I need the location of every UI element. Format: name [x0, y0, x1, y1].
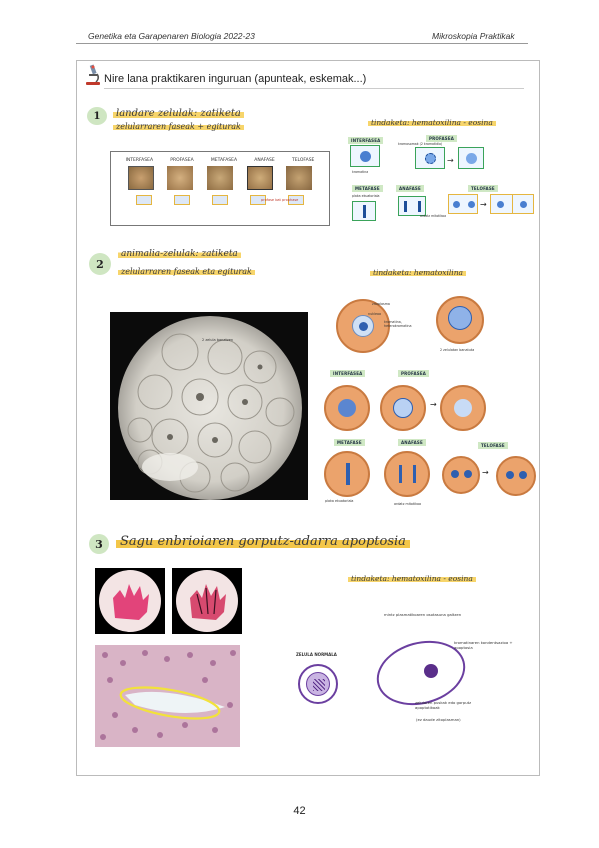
s1-cell-profase [415, 147, 445, 169]
plant-photo-interfase [127, 166, 154, 190]
s2-cell-interfase-diagram [336, 299, 390, 353]
s2-cell-profase [380, 385, 426, 431]
s1-label-interfase: INTERFASEA [348, 137, 384, 144]
s3-normal-cell [298, 664, 338, 704]
s2-label-interfase: INTERFASEA [330, 370, 366, 377]
section2-stain: tindaketa: hematoxilina [370, 268, 467, 277]
s3-label-fragments: zelularen puskak edo gorputz apoptotikoa… [415, 700, 472, 710]
page-number: 42 [293, 805, 306, 817]
plant-sketch-anafase [250, 195, 266, 205]
s3-apoptotic-nucleus [424, 664, 438, 678]
s1-note-spindle: ardatz mitotikoa [420, 214, 447, 218]
s2-label-metafase: METAFASE [334, 439, 365, 446]
s1-cell-anafase [398, 196, 426, 216]
section3-number: 3 [89, 534, 109, 554]
s1-label-profase: PROFASEA [426, 135, 458, 142]
limb-photo-2 [172, 568, 242, 634]
plant-sketch-interfase [136, 195, 152, 205]
section2-number: 2 [89, 253, 111, 275]
section1-number: 1 [87, 107, 107, 125]
s2-cell-interfase [324, 385, 370, 431]
s3-label-bodies: (ez daude zitoplasman) [416, 717, 461, 722]
s1-note-chromosomes: kromosomak (2 kromatidio) [398, 142, 443, 146]
plant-sketch-profase [174, 195, 190, 205]
s2-label-cytoplasm: zitoplasma [372, 302, 390, 306]
section1-stain: tindaketa: hematoxilina - eosina [368, 118, 496, 127]
s1-nucleus-interfase [360, 151, 371, 162]
header-course-title: Genetika eta Garapenaren Biologia 2022-2… [88, 31, 255, 41]
plant-photo-anafase [246, 166, 273, 190]
s2-label-anafase: ANAFASE [398, 439, 426, 446]
s1-cell-interfase [350, 145, 380, 167]
s1-arrow2-icon: → [480, 200, 487, 209]
plant-photo-telofase [286, 166, 313, 190]
s1-arrow-icon: → [447, 156, 454, 165]
section3-title: Sagu enbrioiaren gorputz-adarra apoptosi… [116, 534, 410, 549]
section-title: Nire lana praktikaren inguruan (apunteak… [104, 73, 367, 85]
s1-label-telofase: TELOFASE [468, 185, 498, 192]
section1-title-line1: landare zelulak: zatiketa [113, 108, 244, 119]
section3-stain: tindaketa: hematoxilina - eosina [348, 574, 476, 583]
section2-title-line1: animalia-zelulak: zatiketa [118, 249, 241, 259]
s2-cell-profase-late [440, 385, 486, 431]
s2-cell-telofase-1 [442, 456, 480, 494]
s1-cell-metafase [352, 201, 376, 221]
s2-cell-anafase [384, 451, 430, 497]
plant-sketch-telofase [288, 195, 304, 205]
s2-label-nucleus: nukleoa [368, 312, 382, 316]
s1-label-anafase: ANAFASE [396, 185, 424, 192]
photo-note: 2 zelula banatzen [202, 338, 234, 342]
s2-label-chromatin: kromatina, heterokromatina [384, 320, 412, 328]
tissue-histology-photo [95, 645, 240, 747]
plant-sketch-metafase [212, 195, 228, 205]
plant-photo-metafase [206, 166, 233, 190]
s2-cell-two-diagram [436, 296, 484, 344]
s1-cell-telofase-1 [448, 194, 478, 214]
s3-normal-cell-label: ZELULA NORMALA [296, 652, 337, 657]
section2-title-line2: zelularraren faseak eta egiturak [118, 267, 255, 276]
plant-photo-row [111, 163, 329, 193]
s2-label-two-cells: 2 zelulatan banatuta [440, 348, 475, 352]
s2-cell-metafase [324, 451, 370, 497]
phase-label-telofase: TELOFASE [291, 158, 315, 163]
phase-label-profase: PROFASEA [170, 158, 194, 163]
phase-label-interfase: INTERFASEA [125, 158, 154, 163]
s2-label-spindle: ardatz mitotikoa [394, 502, 421, 506]
s1-note-plate: plaka ekuatoriala [352, 194, 380, 198]
phase-label-anafase: ANAFASE [254, 158, 275, 163]
s2-label-profase: PROFASEA [398, 370, 430, 377]
plant-photo-profase [167, 166, 194, 190]
phase-label-metafase: METAFASEA [210, 158, 238, 163]
s1-cell-profase-late [458, 147, 484, 169]
plant-photo-note: profase bat prophase [261, 198, 299, 202]
s2-label-telofase: TELOFASE [478, 442, 508, 449]
header-divider [76, 43, 528, 44]
s2-arrow-icon: → [430, 400, 437, 409]
limb-photo-1 [95, 568, 165, 634]
plant-sketch-row [111, 193, 329, 207]
s1-note-nucleolus: kromatina [352, 170, 369, 174]
photo-field-svg [118, 316, 302, 500]
section-divider [104, 88, 524, 89]
s1-nucleus-profase [425, 153, 436, 164]
plant-phases-figure: INTERFASEA PROFASEA METAFASEA ANAFASE TE… [110, 151, 330, 226]
content-frame [76, 60, 540, 776]
s3-label-membrane: mintz plasmatikoaren osotasuna galtzen [384, 612, 462, 617]
header-section-title: Mikroskopia Praktikak [432, 31, 515, 41]
microscope-icon [84, 64, 102, 86]
s2-cell-telofase-2 [496, 456, 536, 496]
s2-arrow2-icon: → [482, 468, 489, 477]
s1-cell-telofase-2 [490, 194, 534, 214]
animal-cells-photo: 2 zelula banatzen [110, 312, 308, 500]
plant-phase-labels: INTERFASEA PROFASEA METAFASEA ANAFASE TE… [111, 152, 329, 163]
s1-label-metafase: METAFASE [352, 185, 383, 192]
s3-label-chromatin: kromatinaren kondentsazioa + apoptosia [454, 640, 513, 650]
s2-label-plate: plaka ekuatoriala [325, 499, 354, 503]
section1-title-line2: zelularraren faseak + egiturak [113, 122, 244, 131]
